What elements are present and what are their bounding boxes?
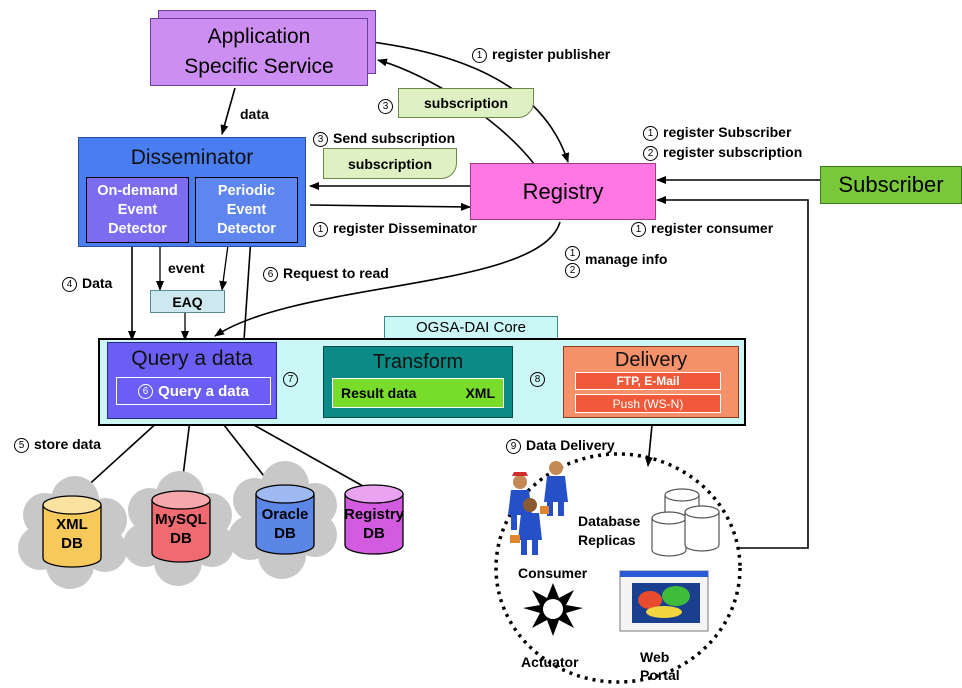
subscriber-box[interactable]: Subscriber [820, 166, 962, 204]
line-query-to-registry-db [244, 419, 371, 491]
label-step8: 8 [530, 370, 550, 387]
consumer-people-icon [508, 461, 568, 555]
delivery-item-ftp-text: FTP, E-Mail [616, 374, 680, 388]
query-title: Query a data [131, 347, 253, 370]
app-service-line1: Application [207, 25, 311, 48]
app-service-line2: Specific Service [184, 55, 334, 78]
periodic-line2: Event [226, 201, 267, 218]
step-6-badge: 6 [138, 383, 154, 399]
label-data: data [240, 106, 269, 122]
subscription-note-top-text: subscription [423, 95, 508, 111]
on-demand-detector[interactable]: On-demand Event Detector [86, 177, 189, 243]
label-manage-info-num2: 2 [565, 261, 585, 278]
on-demand-line1: On-demand [97, 182, 178, 199]
consumer-group-boundary [494, 452, 742, 684]
subscription-note-mid-text: subscription [347, 155, 432, 172]
arrow-registry-to-query [214, 221, 561, 337]
app-service-box[interactable]: Application Specific Service [150, 18, 368, 86]
label-event: event [168, 260, 205, 276]
registry-db-cylinder [344, 484, 404, 555]
delivery-title: Delivery [614, 349, 688, 371]
mysql-db-cylinder [151, 490, 211, 563]
label-actuator: Actuator [521, 654, 579, 670]
subscription-note-top: subscription [398, 88, 534, 118]
registry-title: Registry [522, 178, 604, 204]
oracle-db-cylinder [255, 484, 315, 555]
arrow-disseminator-to-registry [309, 202, 471, 211]
delivery-item-push[interactable]: Push (WS-N) [575, 394, 721, 413]
label-manage-info: manage info [585, 251, 668, 267]
on-demand-line2: Event [117, 201, 158, 218]
eaq-box[interactable]: EAQ [150, 290, 225, 313]
transform-inner-box[interactable]: Result data XML [332, 378, 504, 408]
on-demand-line3: Detector [108, 220, 167, 237]
periodic-line1: Periodic [217, 182, 276, 199]
arrow-consumer-to-registry [656, 196, 809, 549]
arrow-register-publisher [371, 41, 570, 163]
core-label: OGSA-DAI Core [384, 316, 558, 339]
periodic-line3: Detector [217, 220, 276, 237]
registry-box[interactable]: Registry [470, 163, 656, 220]
label-manage-info-num1: 1 [565, 244, 585, 261]
query-inner-text: Query a data [158, 382, 249, 400]
core-label-text: OGSA-DAI Core [415, 319, 527, 336]
arrow-data-to-disseminator [220, 87, 236, 135]
web-portal-icon [619, 570, 709, 632]
subscription-note-mid: subscription [323, 148, 457, 179]
arrow-periodic-to-eaq [219, 244, 229, 291]
label-consumer: Consumer [518, 565, 588, 581]
transform-inner-right: XML [465, 385, 495, 401]
subscriber-title: Subscriber [838, 172, 944, 197]
periodic-detector[interactable]: Periodic Event Detector [195, 177, 298, 243]
delivery-item-ftp[interactable]: FTP, E-Mail [575, 372, 721, 390]
replica-cylinders [651, 488, 720, 557]
eaq-text: EAQ [172, 293, 203, 310]
xml-db-cylinder [42, 495, 102, 568]
label-step7: 7 [283, 370, 303, 387]
transform-inner-left: Result data [341, 385, 417, 401]
delivery-item-push-text: Push (WS-N) [612, 396, 684, 411]
transform-title: Transform [372, 351, 464, 373]
label-step3-top: 3 [378, 97, 398, 114]
arrow-data-delivery [644, 424, 653, 467]
disseminator-title: Disseminator [130, 146, 254, 169]
